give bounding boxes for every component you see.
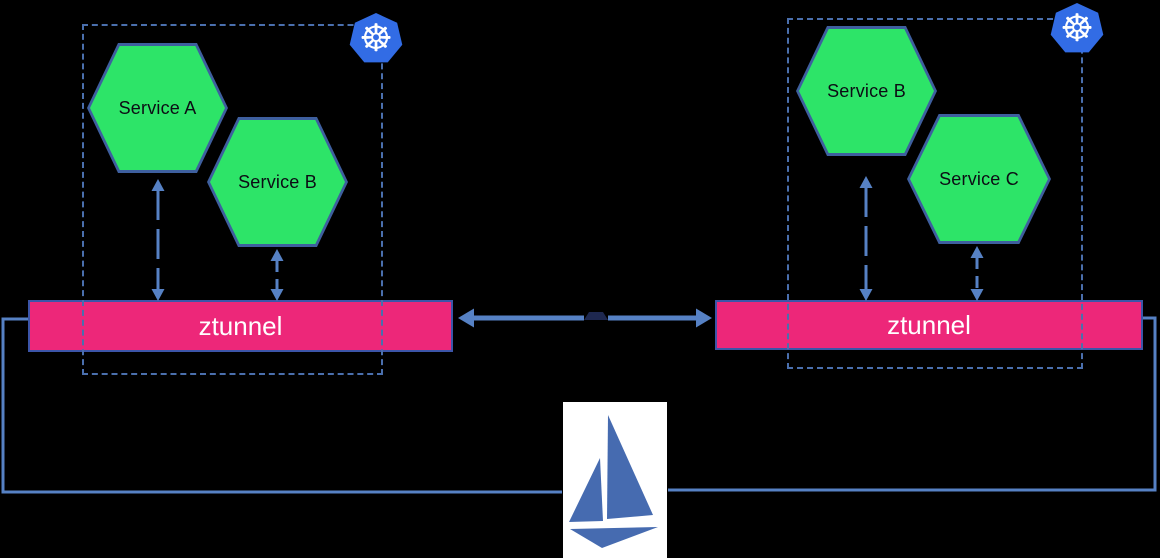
service-label: Service C xyxy=(939,168,1019,189)
arrow-ztunnel-to-ztunnel xyxy=(458,308,712,328)
hexagon-fill xyxy=(799,29,934,153)
service-label: Service B xyxy=(827,80,906,101)
istio-sailboat-icon xyxy=(569,415,658,548)
kubernetes-icon: ☸ xyxy=(349,13,403,63)
istio-logo-box xyxy=(563,402,667,558)
node-boundary-right xyxy=(787,18,1083,369)
kubernetes-wheel-icon: ☸ xyxy=(1059,6,1095,50)
hexagon-fill xyxy=(910,117,1048,241)
service-label: Service B xyxy=(238,171,317,192)
node-boundary-left xyxy=(82,24,383,375)
kubernetes-wheel-icon: ☸ xyxy=(358,16,394,60)
service-label: Service A xyxy=(118,97,197,118)
hexagon-fill xyxy=(90,46,225,170)
hexagon-fill xyxy=(210,120,345,244)
service-hexagon-c: Service C xyxy=(907,114,1051,244)
service-hexagon-b-left: Service B xyxy=(207,117,348,247)
service-hexagon-a: Service A xyxy=(87,43,228,173)
tunnel-label-notch xyxy=(584,312,608,320)
kubernetes-icon: ☸ xyxy=(1050,3,1104,53)
service-hexagon-b-right: Service B xyxy=(796,26,937,156)
